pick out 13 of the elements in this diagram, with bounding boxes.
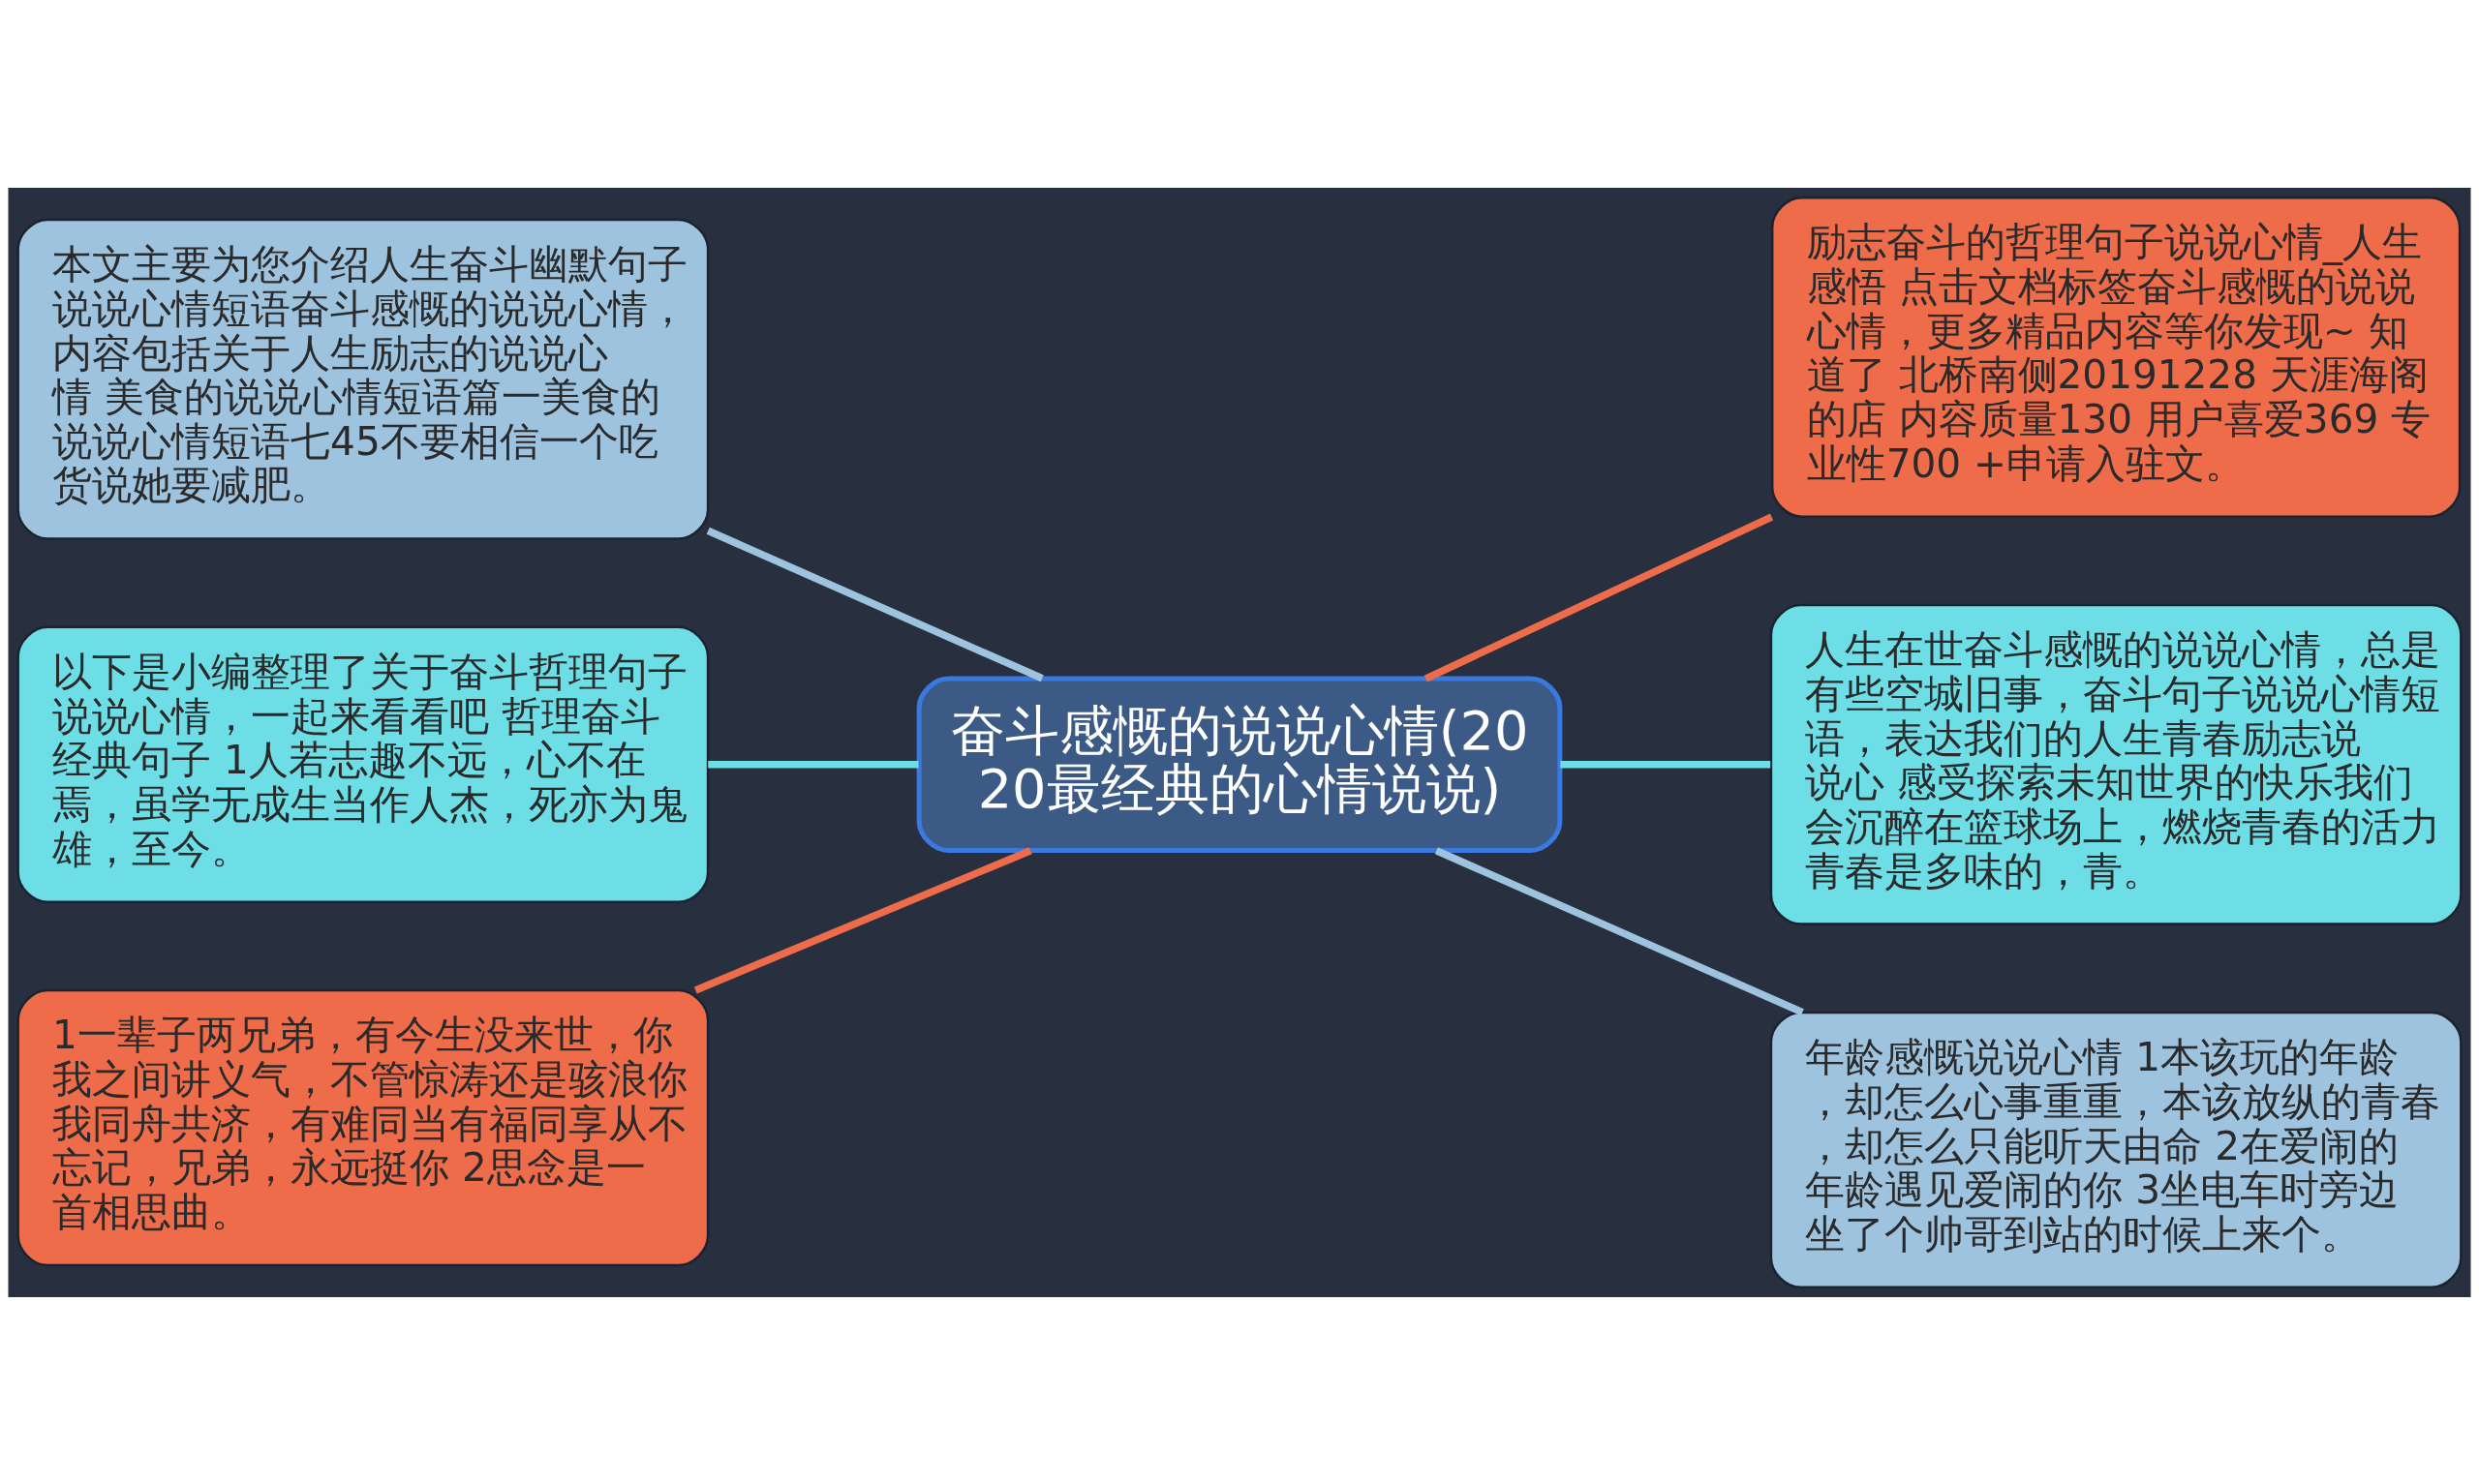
node-box: 励志奋斗的哲理句子说说心情_人生感悟 点击文档标签奋斗感慨的说说心情，更多精品内容等你发现~ 知道了 北桥南侧20191228 天涯海阁的店 内容质量130 用户喜爱369 专业性700 +申请入驻文。 xyxy=(1770,196,2462,518)
connector xyxy=(708,760,919,769)
node-box: 人生在世奋斗感慨的说说心情，总是有些空城旧事，奋斗句子说说心情短语，表达我们的人生青春励志说说心 感受探索未知世界的快乐我们会沉醉在篮球场上，燃烧青春的活力青春是多味的，青。 xyxy=(1769,603,2463,925)
node-box: 奋斗感慨的说说心情(2020最经典的心情说说) xyxy=(916,676,1563,853)
node-box: 本文主要为您介绍人生奋斗幽默句子说说心情短语奋斗感慨的说说心情，内容包括关于人生励志的说说心情 美食的说说心情短语篇一美食的说说心情短语七45不要相信一个吃货说她要减肥。 xyxy=(16,218,710,540)
connector xyxy=(693,846,1032,993)
connector xyxy=(706,527,1044,681)
connector xyxy=(1434,846,1804,1015)
node-box: 年龄感慨说说心情 1本该玩的年龄，却怎么心事重重，本该放纵的青春，却怎么只能听天由命 2在爱闹的年龄遇见爱闹的你 3坐电车时旁边坐了个帅哥到站的时候上来个。 xyxy=(1769,1011,2463,1288)
connector xyxy=(1560,760,1771,769)
node-box: 以下是小编整理了关于奋斗哲理句子说说心情，一起来看看吧 哲理奋斗经典句子 1人若志趣不远，心不在焉，虽学无成生当作人杰，死亦为鬼雄，至今。 xyxy=(16,625,710,903)
connector xyxy=(1423,513,1774,682)
node-box: 1一辈子两兄弟，有今生没来世，你我之间讲义气，不管惊涛还是骇浪你我同舟共济，有难同当有福同享从不忘记，兄弟，永远挺你 2思念是一首相思曲。 xyxy=(16,988,710,1266)
